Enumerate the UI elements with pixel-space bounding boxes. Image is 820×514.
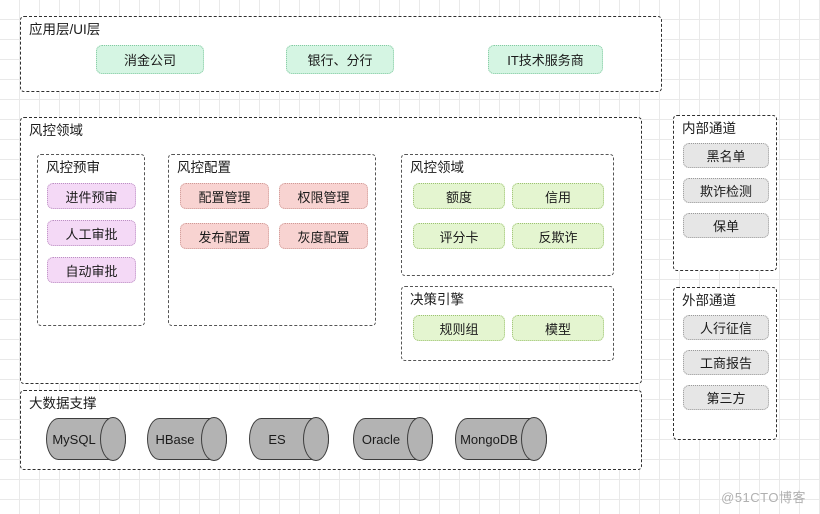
database-mysql[interactable]: MySQL: [46, 416, 126, 462]
node-grayscale-config[interactable]: 灰度配置: [279, 223, 368, 249]
node-release-config[interactable]: 发布配置: [180, 223, 269, 249]
node-scorecard[interactable]: 评分卡: [413, 223, 505, 249]
group-title-bigdata-support: 大数据支撑: [29, 396, 97, 411]
group-risk-domain-inner: 风控领域 额度 信用 评分卡 反欺诈: [401, 154, 614, 276]
group-risk-control-domain: 风控领域 风控预审 进件预审 人工审批 自动审批 风控配置 配置管理 权限管理 …: [20, 117, 642, 384]
node-insurance-policy[interactable]: 保单: [683, 213, 769, 238]
node-rule-group[interactable]: 规则组: [413, 315, 505, 341]
node-consumer-finance-company[interactable]: 消金公司: [96, 45, 204, 74]
node-permission-management[interactable]: 权限管理: [279, 183, 368, 209]
database-label: MySQL: [52, 431, 96, 447]
group-risk-config: 风控配置 配置管理 权限管理 发布配置 灰度配置: [168, 154, 376, 326]
group-decision-engine: 决策引擎 规则组 模型: [401, 286, 614, 361]
watermark: @51CTO博客: [721, 490, 806, 505]
group-title-risk-config: 风控配置: [177, 160, 231, 175]
database-label: MongoDB: [460, 431, 518, 447]
node-anti-fraud[interactable]: 反欺诈: [512, 223, 604, 249]
group-external-channel: 外部通道 人行征信 工商报告 第三方: [673, 287, 777, 440]
database-mongodb[interactable]: MongoDB: [455, 416, 547, 462]
group-title-internal-channel: 内部通道: [682, 121, 736, 136]
database-label: ES: [268, 431, 286, 447]
group-title-decision-engine: 决策引擎: [410, 292, 464, 307]
group-risk-pre-approval: 风控预审 进件预审 人工审批 自动审批: [37, 154, 145, 326]
cylinder-cap: [521, 416, 547, 462]
node-model[interactable]: 模型: [512, 315, 604, 341]
node-application-pre-approval[interactable]: 进件预审: [47, 183, 136, 209]
node-pboc-credit-report[interactable]: 人行征信: [683, 315, 769, 340]
cylinder-cap: [303, 416, 329, 462]
group-title-risk-domain-inner: 风控领域: [410, 160, 464, 175]
group-title-external-channel: 外部通道: [682, 293, 736, 308]
node-third-party[interactable]: 第三方: [683, 385, 769, 410]
node-business-registration-report[interactable]: 工商报告: [683, 350, 769, 375]
node-manual-approval[interactable]: 人工审批: [47, 220, 136, 246]
database-label: Oracle: [361, 431, 401, 447]
database-oracle[interactable]: Oracle: [353, 416, 433, 462]
group-internal-channel: 内部通道 黑名单 欺诈检测 保单: [673, 115, 777, 271]
cylinder-cap: [100, 416, 126, 462]
database-hbase[interactable]: HBase: [147, 416, 227, 462]
node-it-service-provider[interactable]: IT技术服务商: [488, 45, 603, 74]
node-fraud-detection[interactable]: 欺诈检测: [683, 178, 769, 203]
cylinder-cap: [201, 416, 227, 462]
cylinder-cap: [407, 416, 433, 462]
database-label: HBase: [155, 431, 195, 447]
node-config-management[interactable]: 配置管理: [180, 183, 269, 209]
node-auto-approval[interactable]: 自动审批: [47, 257, 136, 283]
node-credit[interactable]: 信用: [512, 183, 604, 209]
node-bank-branch[interactable]: 银行、分行: [286, 45, 394, 74]
group-title-risk-pre-approval: 风控预审: [46, 160, 100, 175]
node-blacklist[interactable]: 黑名单: [683, 143, 769, 168]
group-title-app-ui-layer: 应用层/UI层: [29, 22, 101, 37]
group-title-risk-control-domain: 风控领域: [29, 123, 83, 138]
node-credit-limit[interactable]: 额度: [413, 183, 505, 209]
database-es[interactable]: ES: [249, 416, 329, 462]
group-bigdata-support: 大数据支撑 MySQL HBase ES Oracle MongoDB: [20, 390, 642, 470]
group-app-ui-layer: 应用层/UI层 消金公司 银行、分行 IT技术服务商: [20, 16, 662, 92]
